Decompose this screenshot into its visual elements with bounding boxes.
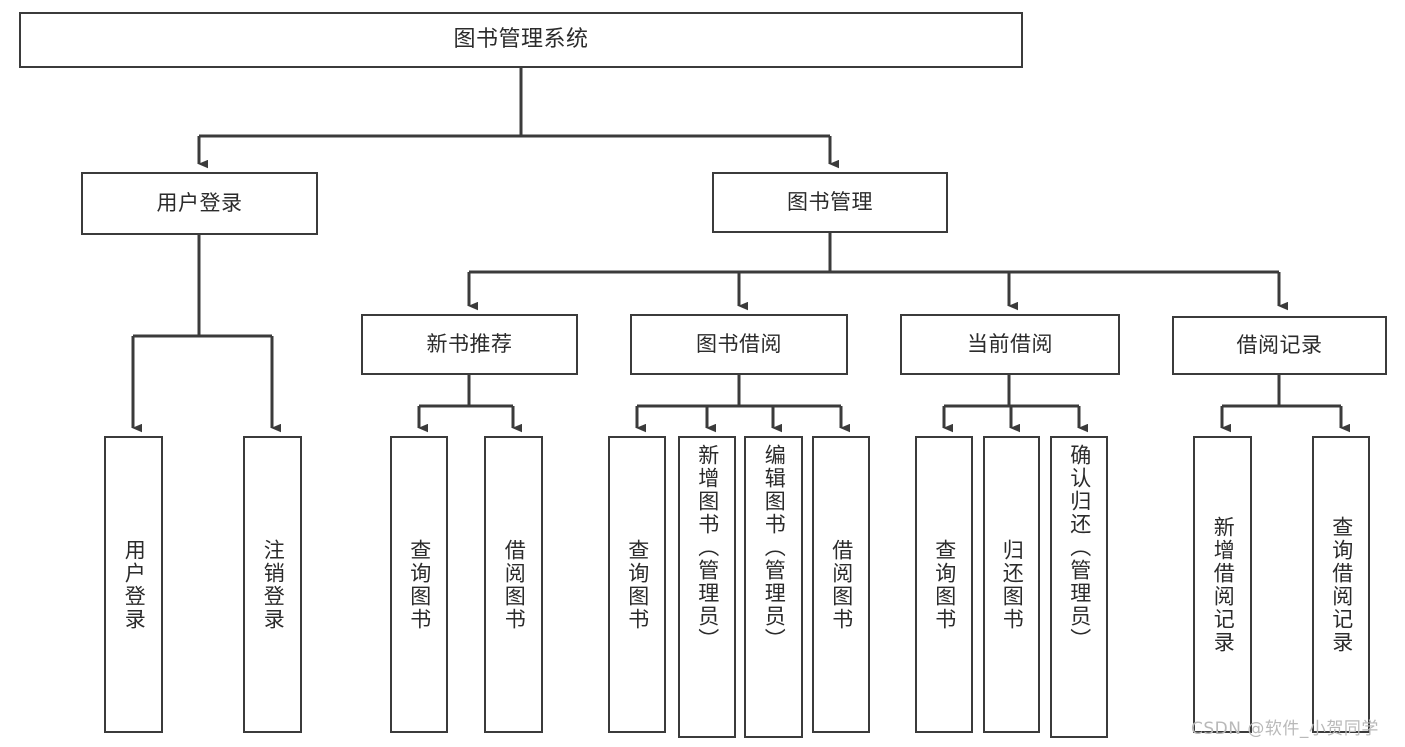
node-label: 新书推荐	[426, 332, 513, 357]
node-label: 新增图书（管理员）	[695, 444, 720, 651]
leaf-borrow-record-query-record[interactable]: 查询借阅记录	[1312, 436, 1370, 733]
node-user-login[interactable]: 用户登录	[81, 172, 318, 235]
leaf-new-book-query-books[interactable]: 查询图书	[390, 436, 448, 733]
leaf-borrow-record-add-record[interactable]: 新增借阅记录	[1193, 436, 1252, 733]
node-label: 查询图书	[625, 538, 650, 631]
node-root-book-management-system[interactable]: 图书管理系统	[19, 12, 1023, 68]
node-borrow-records[interactable]: 借阅记录	[1172, 316, 1387, 375]
node-label: 注销登录	[261, 538, 286, 631]
node-label: 借阅图书	[502, 538, 527, 631]
leaf-book-borrow-borrow-books[interactable]: 借阅图书	[812, 436, 870, 733]
node-label: 借阅图书	[829, 538, 854, 631]
node-label: 确认归还（管理员）	[1067, 444, 1092, 651]
leaf-new-book-borrow-books[interactable]: 借阅图书	[484, 436, 543, 733]
node-label: 归还图书	[1000, 538, 1025, 631]
node-new-book-recommendation[interactable]: 新书推荐	[361, 314, 578, 375]
node-label: 用户登录	[156, 191, 243, 216]
leaf-book-borrow-query-books[interactable]: 查询图书	[608, 436, 666, 733]
leaf-book-borrow-edit-book-admin[interactable]: 编辑图书（管理员）	[744, 436, 803, 738]
node-label: 编辑图书（管理员）	[762, 444, 787, 651]
node-book-management[interactable]: 图书管理	[712, 172, 948, 233]
node-label: 图书管理	[787, 190, 873, 215]
leaf-user-login-signin[interactable]: 用户登录	[104, 436, 163, 733]
node-label: 图书管理系统	[453, 27, 589, 53]
leaf-current-borrow-query-books[interactable]: 查询图书	[915, 436, 973, 733]
node-label: 图书借阅	[696, 332, 782, 357]
node-label: 用户登录	[122, 538, 147, 631]
node-label: 借阅记录	[1236, 333, 1323, 358]
node-label: 新增借阅记录	[1211, 515, 1236, 654]
leaf-current-borrow-return-books[interactable]: 归还图书	[983, 436, 1040, 733]
node-book-borrowing[interactable]: 图书借阅	[630, 314, 848, 375]
node-label: 查询借阅记录	[1329, 515, 1354, 654]
node-label: 当前借阅	[967, 332, 1053, 357]
node-current-borrowing[interactable]: 当前借阅	[900, 314, 1120, 375]
node-label: 查询图书	[932, 538, 957, 631]
node-label: 查询图书	[407, 538, 432, 631]
leaf-book-borrow-add-book-admin[interactable]: 新增图书（管理员）	[678, 436, 736, 738]
leaf-current-borrow-confirm-return-admin[interactable]: 确认归还（管理员）	[1050, 436, 1108, 738]
leaf-user-login-signout[interactable]: 注销登录	[243, 436, 302, 733]
